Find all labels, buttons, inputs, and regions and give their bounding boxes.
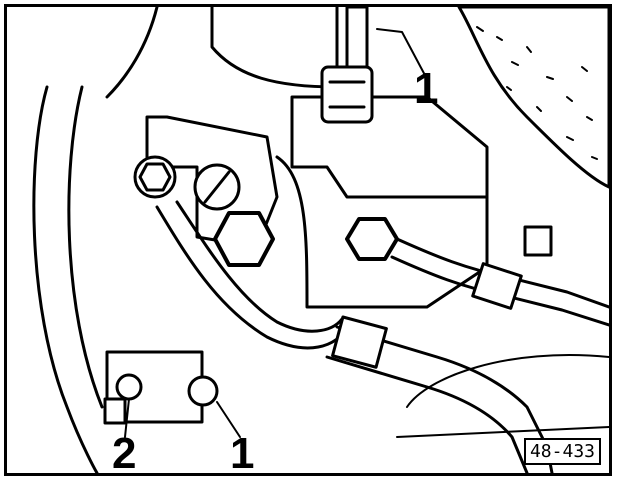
subframe-lower-right [396,354,609,438]
pump-housing-face [275,155,489,309]
bolt-lower-right [187,375,219,407]
fitting-right [471,262,523,310]
callout-1-lower: 1 [230,429,255,476]
figure-reference: 48-433 [523,438,601,465]
bolt-lower-left [115,373,143,401]
nut-left [133,155,177,199]
steering-pump-mount-drawing [32,7,609,473]
union-nut-right [523,225,553,257]
hose-upper-right [457,7,609,189]
braided-hose [335,325,554,473]
diagram-frame: 1 1 2 48-433 [4,4,612,476]
hose-clamp [331,315,388,369]
lower-bracket [103,350,219,425]
wheel-housing-rim-inner [67,85,104,409]
wheel-housing-rim [32,85,99,473]
braided-hose-lower [325,355,529,473]
pump-housing [210,7,339,89]
leader-upper [376,28,428,80]
hex-bolt-right [345,217,399,261]
slotted-screw [193,163,241,211]
hex-bolt-center [213,211,275,267]
return-hose [155,205,349,350]
leader-lower-right [216,401,241,438]
hose-upper-right-texture [476,26,598,160]
return-hose-lower [175,200,344,333]
bolt-upper [320,7,374,124]
leader-lower-left [124,398,130,438]
callout-1-upper: 1 [414,64,439,113]
body-edge-upper-left [105,7,159,99]
callout-2-lower: 2 [112,429,137,476]
